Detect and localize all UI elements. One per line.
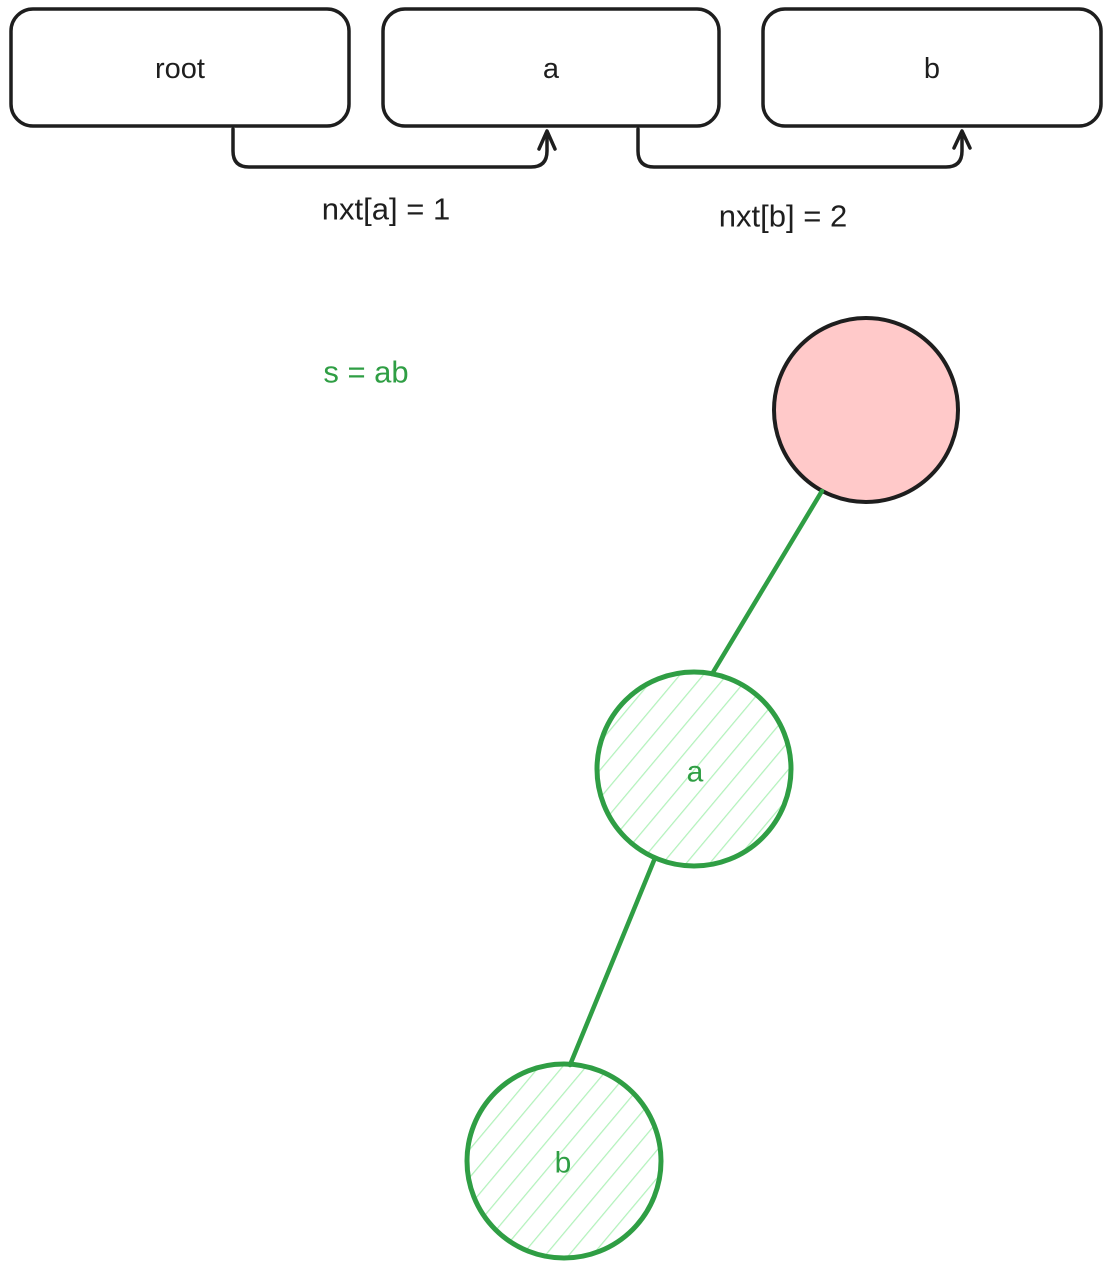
arrow-nxt-b-label: nxt[b] = 2 (719, 199, 847, 234)
box-b-label: b (924, 53, 940, 85)
pointer-box-row: root a b (9, 7, 1103, 128)
edge-root-a (709, 488, 825, 677)
trie-nodes (464, 316, 960, 1261)
box-root-label: root (155, 53, 205, 85)
arrow-nxt-a-shaft (231, 127, 549, 169)
arrow-nxt-a-head-icon (537, 129, 557, 151)
trie-node-b-label: b (555, 1147, 572, 1180)
trie-edges (567, 488, 825, 1068)
arrow-nxt-a-label: nxt[a] = 1 (322, 192, 450, 227)
box-a (381, 7, 721, 128)
trie-node-a-label: a (687, 756, 704, 789)
arrow-nxt-b: nxt[b] = 2 (636, 127, 972, 234)
trie-node-b (464, 1061, 664, 1261)
box-b (761, 7, 1103, 128)
box-a-label: a (543, 53, 560, 85)
trie-node-a (594, 669, 794, 869)
string-annotation: s = ab (323, 355, 408, 390)
box-root (9, 7, 351, 128)
trie-node-labels: a b (555, 756, 704, 1180)
arrow-nxt-b-shaft (636, 127, 964, 169)
edge-a-b (567, 855, 658, 1068)
arrow-nxt-b-head-icon (952, 129, 972, 150)
trie-node-root (772, 316, 960, 504)
arrow-nxt-a: nxt[a] = 1 (231, 127, 557, 227)
